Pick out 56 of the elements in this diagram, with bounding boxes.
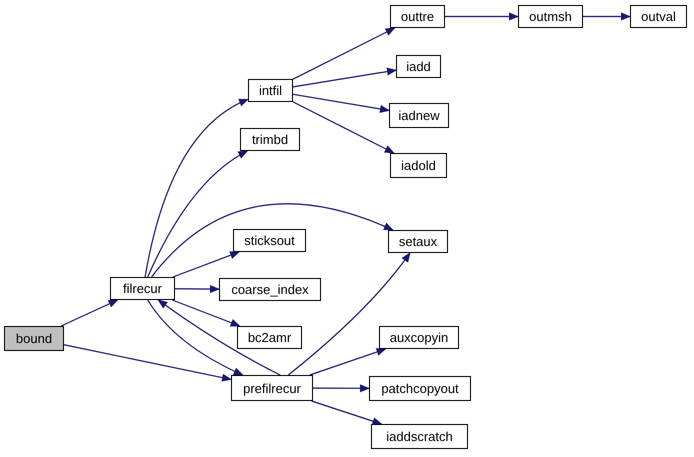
function-name: bound (16, 331, 52, 346)
function-name: outmsh (529, 9, 572, 24)
function-name: iadold (401, 158, 436, 173)
arrow (583, 12, 631, 20)
function-box (237, 326, 302, 349)
function-box (369, 376, 471, 401)
function-name: auxcopyin (390, 330, 448, 345)
arrow (147, 300, 244, 376)
arrow (175, 285, 220, 294)
function-name: coarse_index (231, 282, 309, 297)
function-box (630, 5, 687, 28)
arrow (60, 299, 118, 327)
arrow (292, 94, 390, 113)
arrow (311, 400, 382, 425)
function-name: trimbd (252, 132, 288, 147)
function-name: patchcopyout (381, 381, 459, 396)
function-name: iadnew (398, 108, 440, 123)
function-box (248, 79, 293, 102)
arrow (292, 101, 395, 154)
function-box (233, 229, 306, 252)
function-box (219, 278, 321, 301)
arrow (157, 299, 280, 376)
function-name: prefilrecur (243, 380, 301, 396)
arrow (292, 27, 396, 80)
function-name: outval (641, 9, 676, 24)
function-box (4, 326, 64, 351)
function-name: bc2amr (248, 330, 292, 345)
arrow (445, 12, 519, 20)
arrow (147, 150, 248, 278)
function-name: outtre (400, 9, 434, 24)
function-name: iaddscratch (386, 429, 453, 444)
arrow (172, 299, 241, 327)
function-box (379, 326, 459, 349)
function-name: iadd (406, 59, 431, 74)
arrow (313, 384, 370, 392)
arrow (288, 252, 411, 376)
function-box (388, 230, 448, 253)
function-box (371, 424, 468, 449)
function-box (390, 5, 445, 28)
function-box (389, 103, 449, 128)
function-box (240, 128, 300, 151)
function-box (390, 153, 447, 178)
arrow (151, 204, 394, 278)
function-name: intfil (258, 83, 282, 98)
function-name: setaux (398, 234, 438, 249)
function-name: sticksout (244, 233, 295, 248)
function-name: filrecur (122, 281, 162, 296)
arrow (292, 68, 397, 88)
function-box (518, 5, 583, 28)
arrow (172, 251, 240, 278)
function-box (231, 375, 313, 401)
arrow (64, 344, 232, 382)
arrow (310, 348, 386, 376)
arrow (144, 98, 249, 278)
function-box (396, 55, 441, 78)
function-box (110, 277, 175, 300)
